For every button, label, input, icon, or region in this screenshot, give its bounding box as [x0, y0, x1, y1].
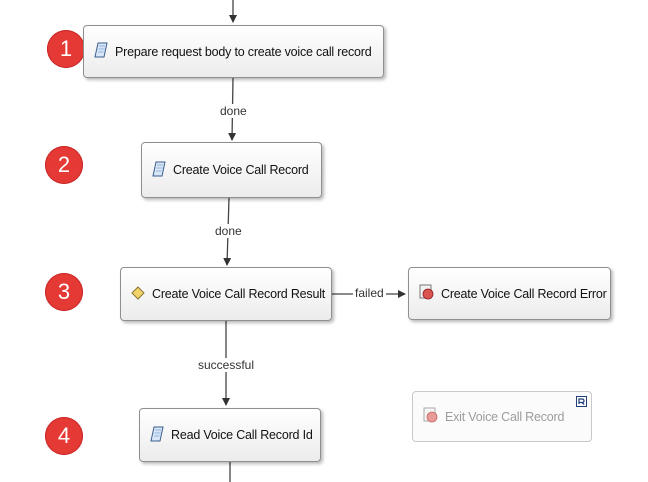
error-stop-icon: [423, 407, 438, 426]
connector-label-done: done: [218, 104, 249, 118]
node-label: Read Voice Call Record Id: [171, 428, 313, 442]
connector-label-failed: failed: [353, 286, 386, 300]
script-icon: [150, 426, 164, 445]
step-badge-1: 1: [47, 30, 85, 68]
ref-marker-icon: [576, 396, 587, 410]
node-label: Create Voice Call Record Result: [152, 287, 326, 301]
step-badge-3: 3: [45, 273, 83, 311]
node-label: Create Voice Call Record Error: [441, 286, 607, 301]
flow-node-prepare-request-body[interactable]: Prepare request body to create voice cal…: [83, 25, 384, 78]
script-icon: [94, 42, 108, 61]
flow-node-exit-voice-call-record[interactable]: Exit Voice Call Record: [412, 391, 592, 442]
flow-node-create-voice-call-record[interactable]: Create Voice Call Record: [141, 142, 322, 198]
connector-label-successful: successful: [196, 358, 257, 372]
node-label: Prepare request body to create voice cal…: [115, 44, 372, 59]
step-badge-4: 4: [45, 417, 83, 455]
flow-node-create-voice-call-record-result[interactable]: Create Voice Call Record Result: [120, 267, 332, 321]
flow-node-create-voice-call-record-error[interactable]: Create Voice Call Record Error: [408, 267, 611, 320]
error-stop-icon: [419, 284, 434, 303]
decision-icon: [131, 285, 145, 303]
connector-label-done: done: [213, 224, 244, 238]
step-badge-2: 2: [45, 146, 83, 184]
flow-node-read-voice-call-record-id[interactable]: Read Voice Call Record Id: [139, 408, 321, 462]
script-icon: [152, 161, 166, 180]
node-label: Create Voice Call Record: [173, 163, 309, 177]
node-label: Exit Voice Call Record: [445, 409, 565, 424]
